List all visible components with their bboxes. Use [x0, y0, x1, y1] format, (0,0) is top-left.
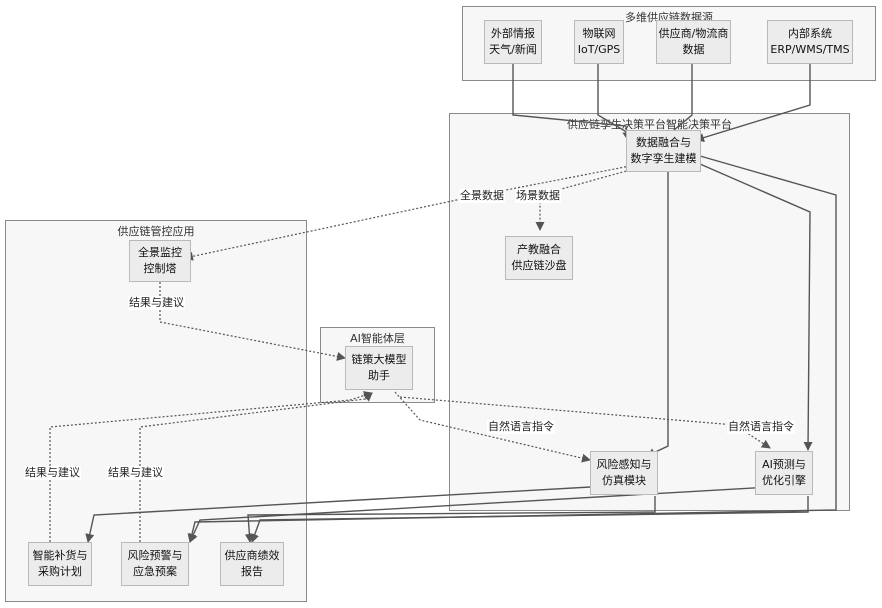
- supplier-data-line1: 供应商/物流商: [658, 27, 729, 40]
- control-tower-node[interactable]: 全景监控 控制塔: [129, 240, 191, 282]
- edge-risk-replenish: [85, 485, 609, 543]
- iot-node[interactable]: 物联网 IoT/GPS: [574, 20, 624, 64]
- llm-assistant-node[interactable]: 链策大模型 助手: [345, 346, 413, 390]
- edge-label-scene-data: 场景数据: [515, 189, 561, 203]
- ai-prediction-line1: AI预测与: [762, 458, 806, 471]
- edge-external-fusion: [512, 64, 632, 141]
- fusion-modeling-node[interactable]: 数据融合与 数字孪生建模: [626, 130, 701, 172]
- edge-fusion-risk: [646, 172, 669, 457]
- risk-simulation-line2: 仿真模块: [602, 474, 646, 487]
- internal-systems-line1: 内部系统: [788, 27, 832, 40]
- edge-supplier-fusion: [661, 64, 693, 141]
- sandbox-line1: 产教融合: [517, 243, 561, 256]
- risk-warning-line1: 风险预警与: [127, 549, 183, 562]
- edge-iot-fusion: [597, 64, 641, 141]
- replenishment-node[interactable]: 智能补货与 采购计划: [28, 542, 92, 586]
- replenishment-line1: 智能补货与: [32, 549, 88, 562]
- edge-label-panorama-data: 全景数据: [459, 189, 505, 203]
- edge-replenish-assistant: [49, 391, 373, 542]
- internal-systems-node[interactable]: 内部系统 ERP/WMS/TMS: [767, 20, 853, 64]
- supplier-data-line2: 数据: [682, 43, 705, 56]
- edge-ai-warning: [189, 486, 771, 543]
- edge-label-nl-risk: 自然语言指令: [487, 420, 555, 434]
- control-tower-line2: 控制塔: [143, 262, 177, 275]
- iot-line1: 物联网: [582, 27, 616, 40]
- edge-warning-assistant: [139, 392, 373, 542]
- edge-assistant-risk: [394, 391, 591, 463]
- edge-tower-assistant: [159, 282, 346, 361]
- llm-assistant-line2: 助手: [368, 369, 390, 382]
- edge-label-results-replenish: 结果与建议: [24, 466, 81, 480]
- llm-assistant-line1: 链策大模型: [351, 353, 407, 366]
- edge-label-results-warning: 结果与建议: [107, 466, 164, 480]
- ai-prediction-node[interactable]: AI预测与 优化引擎: [755, 451, 813, 495]
- apps-title: 供应链管控应用: [117, 225, 195, 238]
- edge-internal-fusion: [695, 64, 811, 142]
- ai-layer-title: AI智能体层: [350, 332, 405, 345]
- fusion-modeling-line1: 数据融合与: [636, 136, 691, 149]
- external-intel-line1: 外部情报: [491, 27, 535, 40]
- edge-assistant-ai: [399, 396, 771, 449]
- risk-warning-line2: 应急预案: [133, 565, 177, 578]
- sandbox-line2: 供应链沙盘: [511, 259, 567, 272]
- external-intel-node[interactable]: 外部情报 天气/新闻: [484, 20, 542, 64]
- ai-prediction-line2: 优化引擎: [762, 474, 806, 487]
- supplier-report-line2: 报告: [241, 565, 263, 578]
- edge-fusion-warning: [187, 155, 837, 543]
- external-intel-line2: 天气/新闻: [489, 43, 537, 56]
- risk-simulation-line1: 风险感知与: [596, 458, 652, 471]
- risk-warning-node[interactable]: 风险预警与 应急预案: [121, 542, 189, 586]
- control-tower-line1: 全景监控: [138, 246, 182, 259]
- iot-line2: IoT/GPS: [577, 43, 621, 56]
- edge-label-results-tower: 结果与建议: [128, 296, 185, 310]
- supplier-data-node[interactable]: 供应商/物流商 数据: [656, 20, 731, 64]
- edge-fusion-ai: [699, 163, 813, 451]
- edge-label-nl-ai: 自然语言指令: [727, 420, 795, 434]
- internal-systems-line2: ERP/WMS/TMS: [770, 43, 850, 56]
- supplier-report-line1: 供应商绩效: [224, 549, 280, 562]
- edge-risk-report: [244, 496, 656, 543]
- risk-simulation-node[interactable]: 风险感知与 仿真模块: [590, 451, 658, 495]
- sandbox-node[interactable]: 产教融合 供应链沙盘: [505, 236, 573, 280]
- fusion-modeling-line2: 数字孪生建模: [630, 152, 697, 165]
- replenishment-line2: 采购计划: [38, 565, 82, 578]
- edge-ai-report: [250, 496, 809, 543]
- supplier-report-node[interactable]: 供应商绩效 报告: [220, 542, 284, 586]
